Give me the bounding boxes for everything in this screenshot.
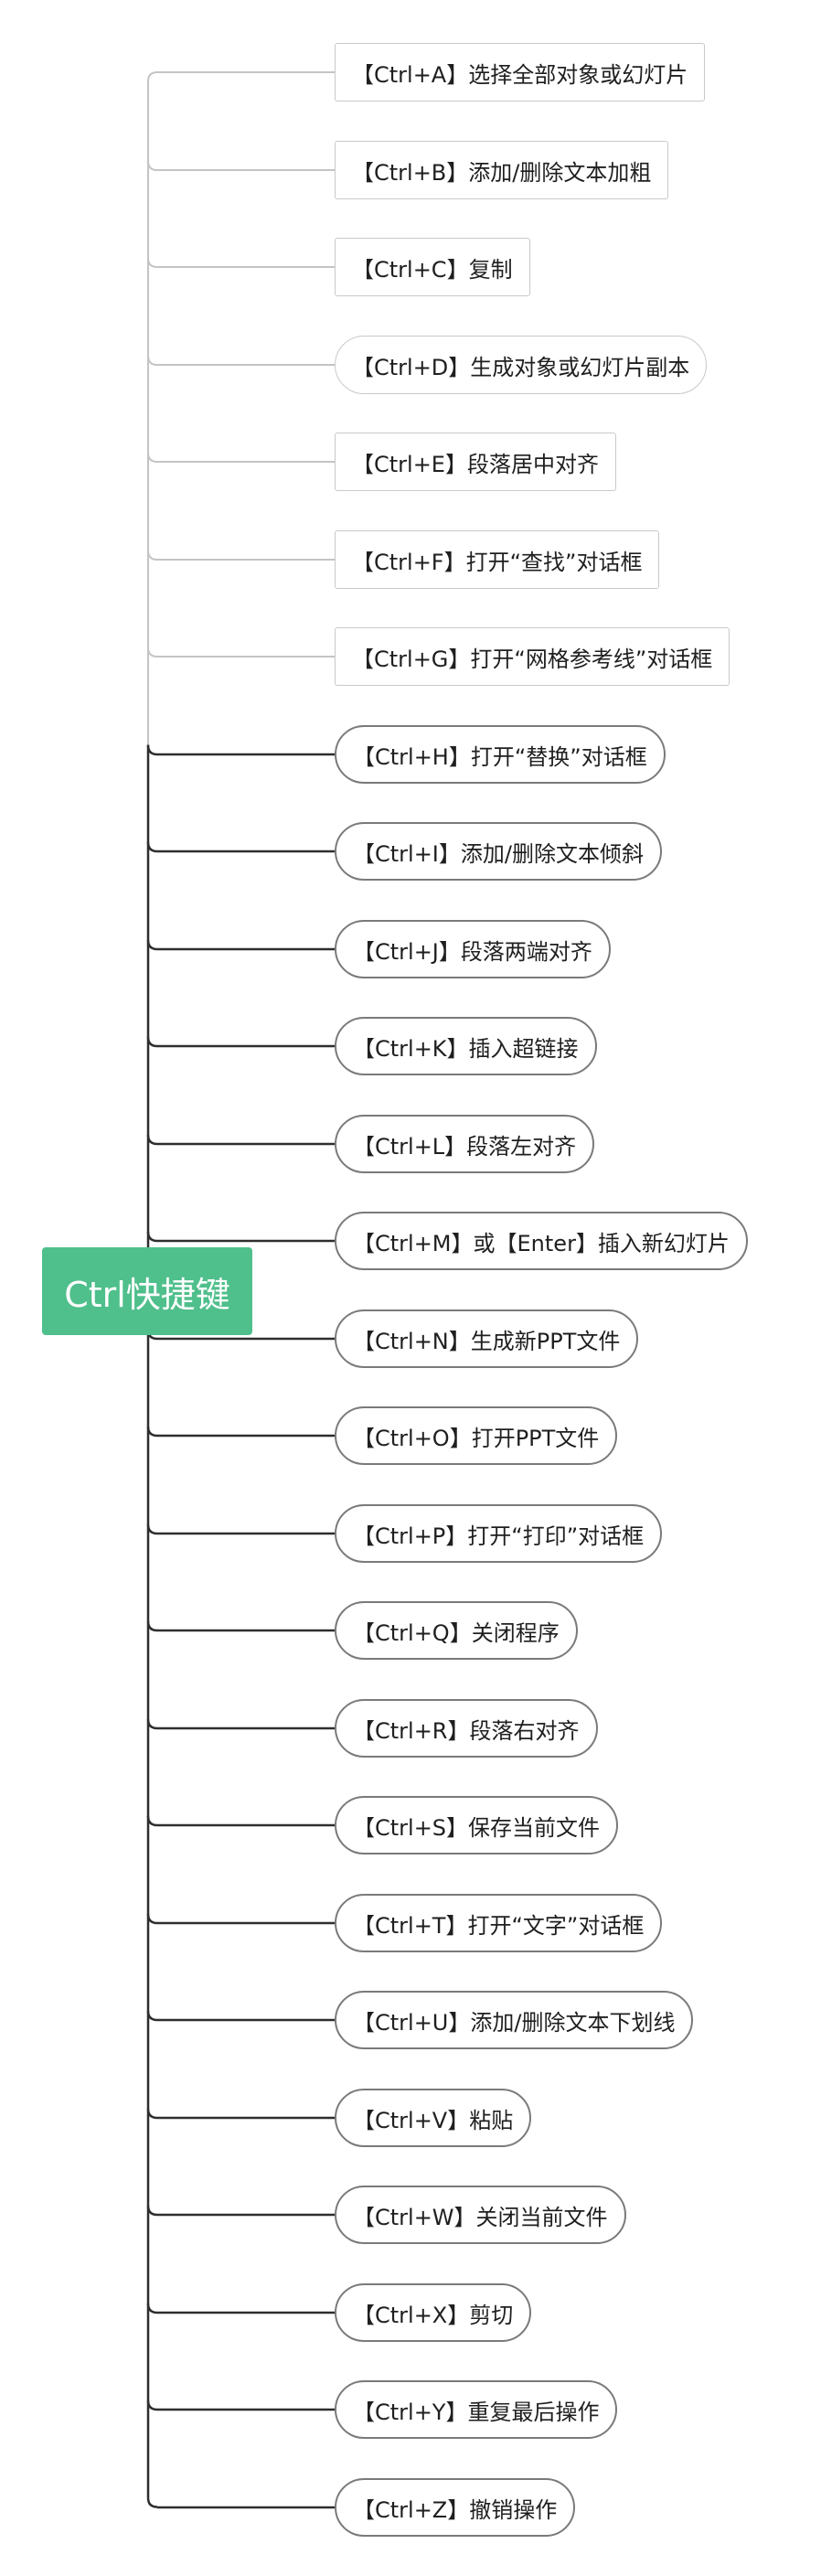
child-node[interactable]: 【Ctrl+I】添加/删除文本倾斜 bbox=[335, 822, 662, 881]
child-node[interactable]: 【Ctrl+B】添加/删除文本加粗 bbox=[335, 141, 669, 199]
branch-line bbox=[146, 2303, 335, 2314]
branch-line bbox=[146, 1134, 335, 1146]
child-node-label: 【Ctrl+J】段落两端对齐 bbox=[353, 938, 592, 965]
child-node-label: 【Ctrl+V】粘贴 bbox=[353, 2107, 514, 2133]
child-node-label: 【Ctrl+B】添加/删除文本加粗 bbox=[352, 159, 652, 186]
branch-line bbox=[146, 744, 335, 756]
child-node-label: 【Ctrl+Y】重复最后操作 bbox=[353, 2399, 600, 2425]
child-node-label: 【Ctrl+S】保存当前文件 bbox=[353, 1814, 601, 1841]
child-node-label: 【Ctrl+W】关闭当前文件 bbox=[353, 2204, 608, 2230]
child-node-label: 【Ctrl+M】或【Enter】插入新幻灯片 bbox=[353, 1230, 730, 1256]
branch-line bbox=[147, 452, 335, 463]
child-node-label: 【Ctrl+R】段落右对齐 bbox=[353, 1717, 580, 1744]
child-node-label: 【Ctrl+D】生成对象或幻灯片副本 bbox=[352, 354, 690, 380]
child-node[interactable]: 【Ctrl+Q】关闭程序 bbox=[335, 1601, 578, 1660]
child-node[interactable]: 【Ctrl+Y】重复最后操作 bbox=[335, 2380, 618, 2439]
child-node-label: 【Ctrl+I】添加/删除文本倾斜 bbox=[353, 840, 644, 867]
child-node[interactable]: 【Ctrl+V】粘贴 bbox=[335, 2089, 532, 2147]
child-node-label: 【Ctrl+Q】关闭程序 bbox=[353, 1619, 560, 1646]
child-node[interactable]: 【Ctrl+O】打开PPT文件 bbox=[335, 1406, 618, 1465]
child-node-label: 【Ctrl+P】打开“打印”对话框 bbox=[353, 1523, 645, 1549]
child-node[interactable]: 【Ctrl+W】关闭当前文件 bbox=[335, 2186, 626, 2244]
child-node[interactable]: 【Ctrl+G】打开“网格参考线”对话框 bbox=[335, 627, 730, 686]
branch-line bbox=[146, 2108, 335, 2120]
child-node[interactable]: 【Ctrl+M】或【Enter】插入新幻灯片 bbox=[335, 1212, 748, 1270]
child-node-label: 【Ctrl+H】打开“替换”对话框 bbox=[353, 743, 647, 770]
branch-line bbox=[147, 257, 335, 268]
branch-line bbox=[146, 2205, 335, 2217]
branch-line bbox=[146, 841, 335, 853]
child-node[interactable]: 【Ctrl+T】打开“文字”对话框 bbox=[335, 1894, 663, 1952]
branch-line bbox=[146, 1231, 335, 1243]
branch-line bbox=[146, 1620, 335, 1632]
branch-line bbox=[146, 939, 335, 951]
child-node-label: 【Ctrl+O】打开PPT文件 bbox=[353, 1425, 600, 1451]
child-node-label: 【Ctrl+F】打开“查找”对话框 bbox=[352, 549, 643, 575]
child-node[interactable]: 【Ctrl+H】打开“替换”对话框 bbox=[335, 725, 666, 784]
branch-line bbox=[146, 1036, 335, 1048]
branch-line bbox=[146, 2010, 335, 2022]
child-node-label: 【Ctrl+T】打开“文字”对话框 bbox=[353, 1912, 645, 1939]
branch-line bbox=[147, 355, 335, 366]
child-node-label: 【Ctrl+C】复制 bbox=[352, 256, 513, 283]
branch-line bbox=[146, 1913, 335, 1925]
branch-line bbox=[146, 1523, 335, 1535]
child-node[interactable]: 【Ctrl+L】段落左对齐 bbox=[335, 1115, 595, 1173]
child-node[interactable]: 【Ctrl+C】复制 bbox=[335, 238, 530, 296]
child-node-label: 【Ctrl+L】段落左对齐 bbox=[353, 1133, 577, 1160]
child-node-label: 【Ctrl+Z】撤销操作 bbox=[353, 2496, 558, 2523]
branch-line bbox=[146, 2400, 335, 2411]
child-node[interactable]: 【Ctrl+E】段落居中对齐 bbox=[335, 433, 616, 491]
child-node[interactable]: 【Ctrl+U】添加/删除文本下划线 bbox=[335, 1991, 694, 2049]
child-node[interactable]: 【Ctrl+K】插入超链接 bbox=[335, 1017, 597, 1075]
child-node[interactable]: 【Ctrl+A】选择全部对象或幻灯片 bbox=[335, 43, 706, 102]
branch-line bbox=[146, 1815, 335, 1827]
child-node-label: 【Ctrl+G】打开“网格参考线”对话框 bbox=[352, 646, 713, 672]
child-node-label: 【Ctrl+N】生成新PPT文件 bbox=[353, 1328, 621, 1354]
child-node[interactable]: 【Ctrl+R】段落右对齐 bbox=[335, 1699, 598, 1758]
child-node[interactable]: 【Ctrl+J】段落两端对齐 bbox=[335, 920, 611, 978]
branch-line bbox=[147, 550, 335, 561]
child-node-label: 【Ctrl+K】插入超链接 bbox=[353, 1035, 579, 1062]
child-node[interactable]: 【Ctrl+F】打开“查找”对话框 bbox=[335, 530, 660, 589]
child-node[interactable]: 【Ctrl+X】剪切 bbox=[335, 2283, 532, 2342]
branch-line bbox=[146, 1426, 335, 1438]
child-node-label: 【Ctrl+A】选择全部对象或幻灯片 bbox=[352, 61, 688, 88]
trunk-line-dark bbox=[146, 744, 158, 2508]
child-node[interactable]: 【Ctrl+P】打开“打印”对话框 bbox=[335, 1504, 663, 1563]
branch-line bbox=[147, 160, 335, 171]
branch-line bbox=[147, 647, 335, 657]
trunk-line-light bbox=[147, 71, 158, 745]
child-node[interactable]: 【Ctrl+S】保存当前文件 bbox=[335, 1796, 619, 1855]
child-node-label: 【Ctrl+X】剪切 bbox=[353, 2302, 514, 2328]
root-node[interactable]: Ctrl快捷键 bbox=[42, 1247, 252, 1335]
child-node-label: 【Ctrl+E】段落居中对齐 bbox=[352, 451, 599, 477]
child-node[interactable]: 【Ctrl+N】生成新PPT文件 bbox=[335, 1309, 639, 1368]
child-node[interactable]: 【Ctrl+D】生成对象或幻灯片副本 bbox=[335, 336, 708, 394]
child-node-label: 【Ctrl+U】添加/删除文本下划线 bbox=[353, 2009, 676, 2036]
child-node[interactable]: 【Ctrl+Z】撤销操作 bbox=[335, 2478, 576, 2537]
branch-line bbox=[146, 1718, 335, 1730]
root-node-label: Ctrl快捷键 bbox=[64, 1274, 230, 1315]
